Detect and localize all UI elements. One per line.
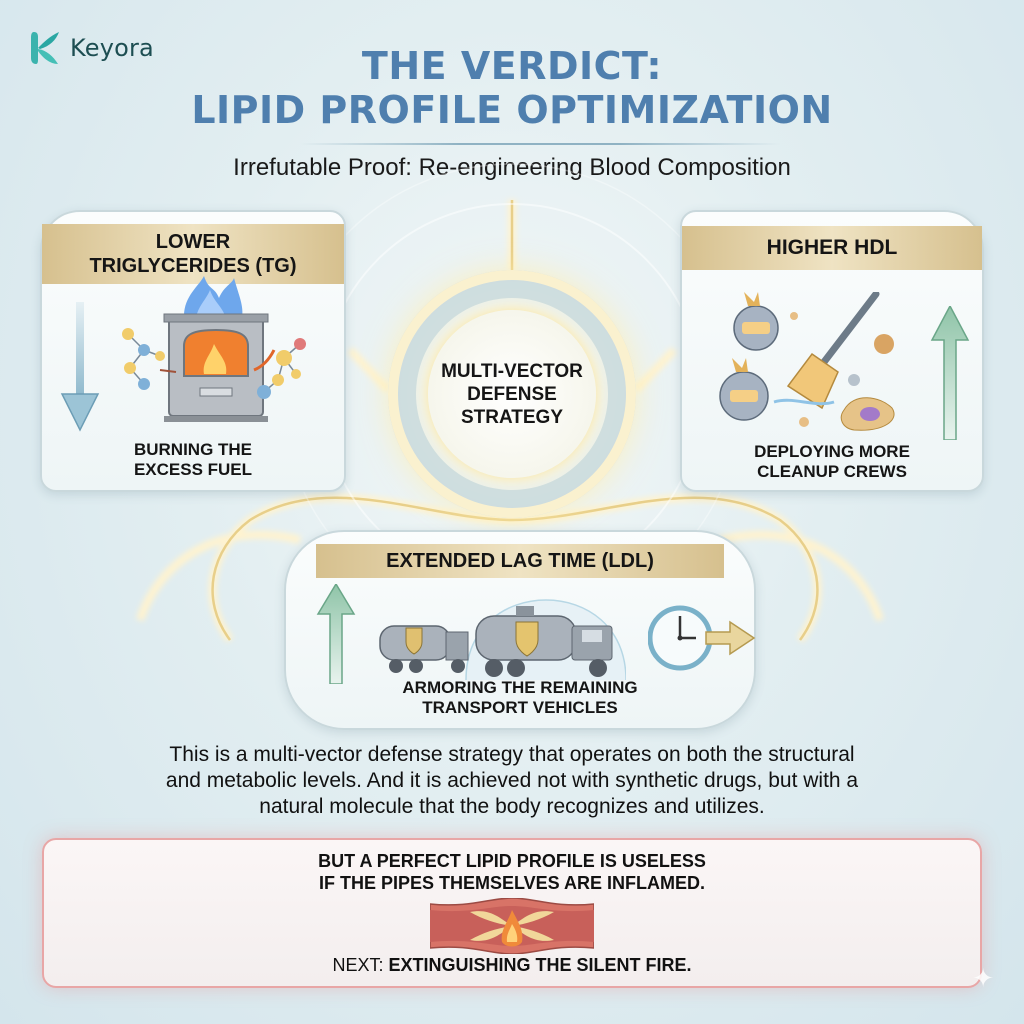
- callout-headline: BUT A PERFECT LIPID PROFILE IS USELESS I…: [44, 850, 980, 894]
- body-paragraph: This is a multi-vector defense strategy …: [60, 742, 964, 820]
- card-hdl-caption-line-1: DEPLOYING MORE: [754, 442, 910, 461]
- page-subtitle: Irrefutable Proof: Re-engineering Blood …: [233, 154, 791, 181]
- card-ldl-caption: ARMORING THE REMAINING TRANSPORT VEHICLE…: [286, 678, 754, 718]
- next-label: NEXT:: [332, 955, 384, 975]
- clock-arrow-icon: [648, 605, 756, 671]
- armored-tanker-trucks-shield-icon: [379, 599, 626, 681]
- leaf-k-logo-icon: [31, 32, 59, 64]
- card-tg-title-line-2: TRIGLYCERIDES (TG): [89, 255, 297, 277]
- brand-logo: Keyora: [28, 28, 154, 68]
- body-line-2: and metabolic levels. And it is achieved…: [165, 769, 859, 792]
- hub-line-1: MULTI-VECTOR: [441, 360, 583, 382]
- knight-cleanup-crew-broom-icon: [719, 292, 895, 431]
- card-tg-caption: BURNING THE EXCESS FUEL: [42, 440, 344, 480]
- card-hdl-caption: DEPLOYING MORE CLEANUP CREWS: [682, 442, 982, 482]
- inflamed-artery-fire-icon: [430, 898, 594, 954]
- card-higher-hdl: HIGHER HDL DEPLOYING MORE CLEANUP CREWS: [680, 210, 984, 492]
- up-arrow-icon: [930, 306, 970, 440]
- title-divider: [300, 143, 780, 145]
- card-lower-triglycerides: LOWER TRIGLYCERIDES (TG) BURNING THE EXC…: [40, 210, 346, 492]
- callout-next: NEXT: EXTINGUISHING THE SILENT FIRE.: [44, 955, 980, 976]
- strategy-hub: MULTI-VECTOR DEFENSE STRATEGY: [388, 270, 636, 518]
- title-line-1: THE VERDICT:: [361, 44, 663, 88]
- furnace-burning-molecules-icon: [122, 276, 306, 422]
- card-hdl-caption-line-2: CLEANUP CREWS: [757, 462, 907, 481]
- card-tg-caption-line-1: BURNING THE: [133, 440, 253, 459]
- next-text: EXTINGUISHING THE SILENT FIRE.: [388, 955, 692, 975]
- hub-label: MULTI-VECTOR DEFENSE STRATEGY: [428, 310, 596, 478]
- card-tg-title-line-1: LOWER: [155, 231, 231, 253]
- up-arrow-icon: [316, 584, 356, 684]
- title-line-2: LIPID PROFILE OPTIMIZATION: [191, 88, 833, 132]
- body-line-1: This is a multi-vector defense strategy …: [169, 743, 855, 766]
- body-line-3: natural molecule that the body recognize…: [259, 795, 765, 818]
- card-tg-caption-line-2: EXCESS FUEL: [133, 460, 253, 479]
- card-ldl-caption-line-1: ARMORING THE REMAINING: [402, 678, 638, 697]
- callout-line-1: BUT A PERFECT LIPID PROFILE IS USELESS: [318, 851, 706, 871]
- callout-line-2: IF THE PIPES THEMSELVES ARE INFLAMED.: [318, 873, 706, 893]
- sparkle-icon: ✦: [972, 963, 994, 993]
- card-extended-lag-time: EXTENDED LAG TIME (LDL) ARMORING THE REM…: [284, 530, 756, 730]
- card-ldl-caption-line-2: TRANSPORT VEHICLES: [422, 698, 618, 717]
- card-hdl-title: HIGHER HDL: [682, 226, 982, 270]
- hub-line-2: DEFENSE: [467, 383, 557, 405]
- down-arrow-icon: [60, 302, 100, 432]
- card-tg-title: LOWER TRIGLYCERIDES (TG): [42, 224, 344, 284]
- brand-name: Keyora: [70, 34, 154, 62]
- next-teaser-callout: BUT A PERFECT LIPID PROFILE IS USELESS I…: [42, 838, 982, 988]
- page-title: THE VERDICT: LIPID PROFILE OPTIMIZATION: [0, 44, 1024, 132]
- hub-line-3: STRATEGY: [460, 406, 564, 428]
- card-ldl-title: EXTENDED LAG TIME (LDL): [316, 544, 724, 578]
